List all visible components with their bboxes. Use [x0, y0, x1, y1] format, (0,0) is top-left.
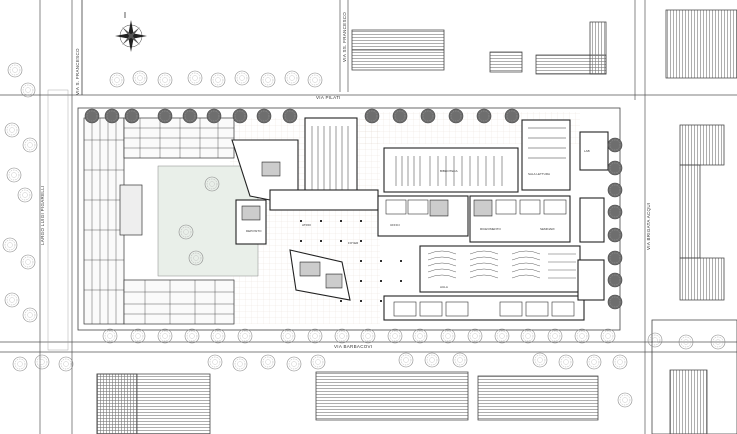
park-trees-west: [2, 62, 38, 323]
lecture-halls: [427, 250, 576, 279]
north-buildings: [351, 9, 737, 79]
left-sidewalk: [47, 89, 69, 351]
historic-building: [83, 117, 235, 325]
square-label: LARGO LUIGI PIGARELLI: [40, 185, 45, 245]
plaza-columns: [300, 220, 402, 302]
east-side-trees: [647, 332, 726, 350]
room-label-foyer: FOYER: [348, 241, 359, 245]
compass-rose-icon: [115, 12, 147, 52]
room-label-reading: SALA LETTURA: [528, 172, 550, 176]
street-trees-north: [109, 70, 323, 88]
street-label-south: VIA BARBACOVI: [334, 344, 372, 349]
room-label-office: UFFICI: [390, 223, 400, 227]
library-stacks: [311, 126, 566, 190]
small-rooms: [241, 161, 575, 317]
street-label-center-north: VIA SS. FRANCESCO: [342, 12, 347, 62]
room-label-reception: RICEVIMENTO: [480, 227, 501, 231]
room-label-atrium: ATRIO: [302, 223, 312, 227]
south-buildings: [96, 371, 599, 434]
room-label-seminar: SEMINARI: [540, 227, 555, 231]
east-buildings: [651, 124, 737, 434]
street-label-east: VIA BRIGATA ACQUI: [646, 203, 651, 250]
room-label-lab: LAB: [584, 149, 590, 153]
room-label-aula: AULA: [440, 285, 448, 289]
street-trees-south: [102, 328, 616, 344]
room-label-deposit: DEPOSITO: [246, 229, 262, 233]
street-label-west: VIA S. FRANCESCO: [75, 48, 80, 95]
street-label-north: VIA PILATI: [316, 95, 341, 100]
room-label-library: BIBLIOTECA: [440, 169, 458, 173]
